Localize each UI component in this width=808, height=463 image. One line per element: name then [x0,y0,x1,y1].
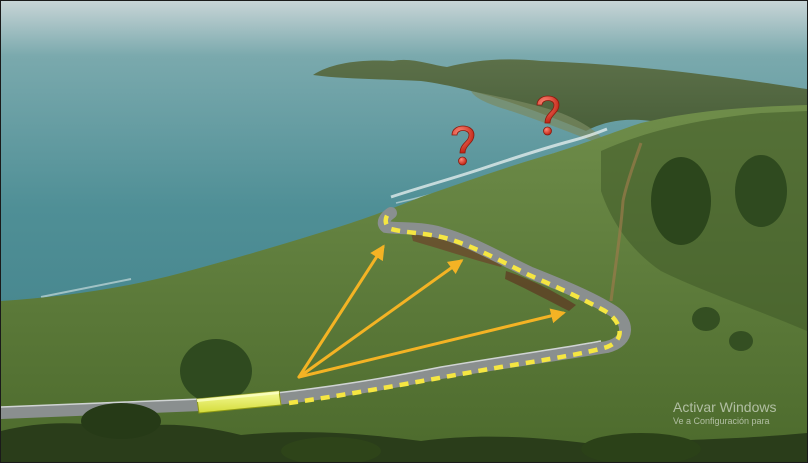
soil-patch [411,233,506,267]
far-headland [313,59,807,151]
shrub [81,403,161,439]
route-dashes [288,209,622,406]
ridge-trail [609,142,643,302]
surf-left [40,278,132,298]
arrow-icon [297,244,385,379]
vehicle-icon [196,390,282,414]
shrub [281,437,381,462]
guard-rail [1,340,602,408]
question-mark-icon [451,125,475,166]
arrows [297,244,566,379]
question-mark-icon [536,95,560,136]
headland-cliff [471,91,601,141]
surf-foam [390,127,608,199]
soil-patch-2 [505,271,576,311]
tree [180,339,252,403]
tree [735,155,787,227]
shrub [581,433,701,462]
arrow-icon [297,259,464,379]
tree [692,307,720,331]
arrow-icon [297,308,566,379]
tree [729,331,753,351]
tree [651,157,711,245]
